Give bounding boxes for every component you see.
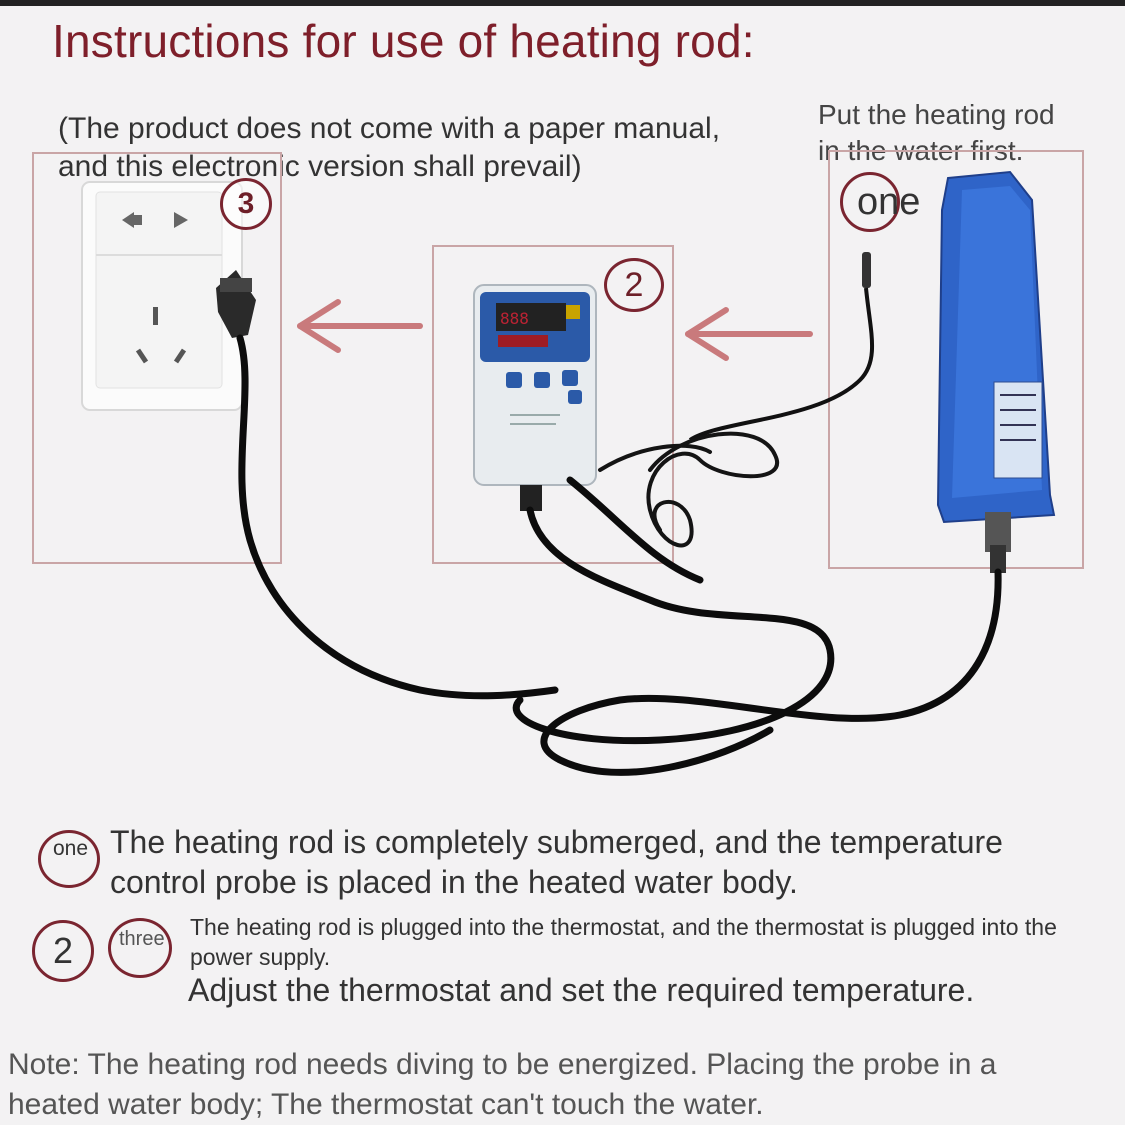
note-line-1: Note: The heating rod needs diving to be… (8, 1045, 1118, 1085)
heating-rod (938, 172, 1054, 573)
step-two-badge-label: 2 (625, 266, 644, 305)
step-two-badge: 2 (604, 258, 664, 312)
marker-step-one-label: one (53, 837, 88, 861)
step-three-text: Adjust the thermostat and set the requir… (188, 970, 974, 1010)
marker-step-two: 2 (32, 920, 94, 982)
step-one-line-1: The heating rod is completely submerged,… (110, 822, 1003, 862)
step-three-badge-label: 3 (238, 187, 255, 221)
step-one-line-2: control probe is placed in the heated wa… (110, 862, 1003, 902)
note-line-2: heated water body; The thermostat can't … (8, 1085, 1118, 1125)
temperature-probe (690, 252, 872, 440)
step-two-line-1: The heating rod is plugged into the ther… (190, 912, 1057, 942)
marker-step-three: three (108, 918, 172, 978)
step-two-text: The heating rod is plugged into the ther… (190, 912, 1057, 972)
thermostat-device: 888 (474, 285, 596, 511)
svg-text:888: 888 (500, 309, 529, 328)
step-one-badge-label: one (857, 181, 920, 224)
arrow-to-thermostat (688, 310, 810, 358)
power-cables (240, 338, 998, 772)
marker-step-three-label: three (119, 928, 165, 951)
step-three-badge: 3 (220, 178, 272, 230)
marker-step-two-label: 2 (53, 930, 73, 972)
step-two-line-2: power supply. (190, 942, 1057, 972)
step-one-text: The heating rod is completely submerged,… (110, 822, 1003, 902)
arrow-to-socket (300, 302, 420, 350)
marker-step-one: one (38, 830, 100, 888)
note: Note: The heating rod needs diving to be… (8, 1045, 1118, 1125)
step-one-badge: one (840, 172, 900, 232)
